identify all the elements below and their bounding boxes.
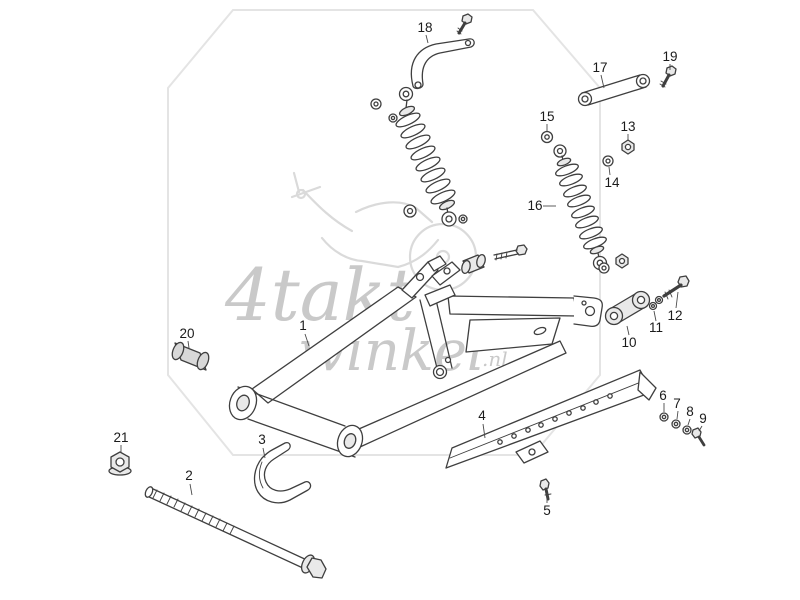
part-label-14: 14: [604, 166, 620, 190]
swingarm-part1: [228, 255, 603, 458]
svg-text:2: 2: [185, 468, 193, 483]
svg-text:7: 7: [673, 396, 681, 411]
bolt-part5: [539, 478, 552, 501]
washers-part11: [648, 295, 664, 311]
part-label-16: 16: [527, 198, 556, 213]
svg-text:1: 1: [299, 318, 307, 333]
part-label-5: 5: [543, 493, 551, 518]
upper-mount-bolt-and-bushing: [461, 244, 528, 275]
svg-text:21: 21: [113, 430, 128, 445]
bolt-part9: [691, 427, 706, 447]
watermark-hexagon: [167, 9, 601, 456]
part-label-10: 10: [621, 325, 637, 350]
svg-text:16: 16: [527, 198, 542, 213]
svg-text:13: 13: [620, 119, 635, 134]
watermark-scooter-art: [290, 171, 478, 292]
part-label-19: 19: [662, 49, 678, 70]
svg-text:11: 11: [649, 320, 663, 335]
torque-arm-part17: [577, 73, 651, 107]
nut-part13: [621, 139, 635, 155]
washer-part14: [602, 155, 614, 167]
part-label-7: 7: [673, 396, 681, 420]
svg-text:19: 19: [662, 49, 677, 64]
svg-text:5: 5: [543, 503, 551, 518]
part-label-15: 15: [539, 109, 555, 131]
washer-nut-below-shock16: [598, 253, 629, 274]
bolt-part19: [659, 65, 677, 88]
nut-part21: [108, 451, 132, 476]
svg-text:3: 3: [258, 432, 266, 447]
svg-text:12: 12: [667, 308, 682, 323]
svg-text:15: 15: [539, 109, 554, 124]
svg-text:17: 17: [592, 60, 607, 75]
part-label-17: 17: [592, 60, 608, 89]
part-label-3: 3: [258, 432, 266, 459]
bolt-above-part18: [456, 13, 473, 35]
bolt-part12: [662, 275, 690, 300]
upper-bracket-part18: [410, 38, 475, 90]
svg-text:10: 10: [621, 335, 636, 350]
bushing-part20: [171, 341, 210, 371]
chain-slider-part3: [253, 441, 312, 504]
part-label-9: 9: [698, 411, 707, 432]
washers-part6-7-8: [659, 412, 692, 435]
svg-text:8: 8: [686, 404, 694, 419]
part-label-18: 18: [417, 20, 433, 44]
svg-text:18: 18: [417, 20, 432, 35]
watermark-word-top: 4takt: [224, 253, 416, 337]
part-label-1: 1: [299, 318, 310, 347]
part-label-8: 8: [686, 404, 694, 426]
part-labels: 1 2 3 4 5 6 7 8 9 10: [113, 20, 706, 518]
chain-guard-part4: [445, 369, 657, 469]
link-part10: [604, 290, 651, 326]
part-label-21: 21: [113, 430, 129, 452]
part-label-2: 2: [185, 468, 193, 496]
shock-absorber-center: [395, 86, 457, 227]
part-label-20: 20: [179, 326, 195, 349]
svg-text:20: 20: [179, 326, 194, 341]
svg-text:14: 14: [604, 175, 620, 190]
washers-near-center-shock: [370, 98, 468, 224]
watermark: 4takt winkel .nl: [167, 9, 601, 456]
svg-text:4: 4: [478, 408, 486, 423]
svg-text:9: 9: [699, 411, 707, 426]
part-label-4: 4: [478, 408, 486, 439]
shock-absorber-part16: [553, 144, 608, 271]
washer-part15: [540, 130, 554, 144]
part-label-11: 11: [649, 310, 663, 335]
axle-bolt-part2: [144, 486, 327, 579]
part-label-6: 6: [659, 388, 667, 412]
part-label-13: 13: [620, 119, 636, 141]
svg-text:6: 6: [659, 388, 667, 403]
part-label-12: 12: [667, 291, 683, 323]
